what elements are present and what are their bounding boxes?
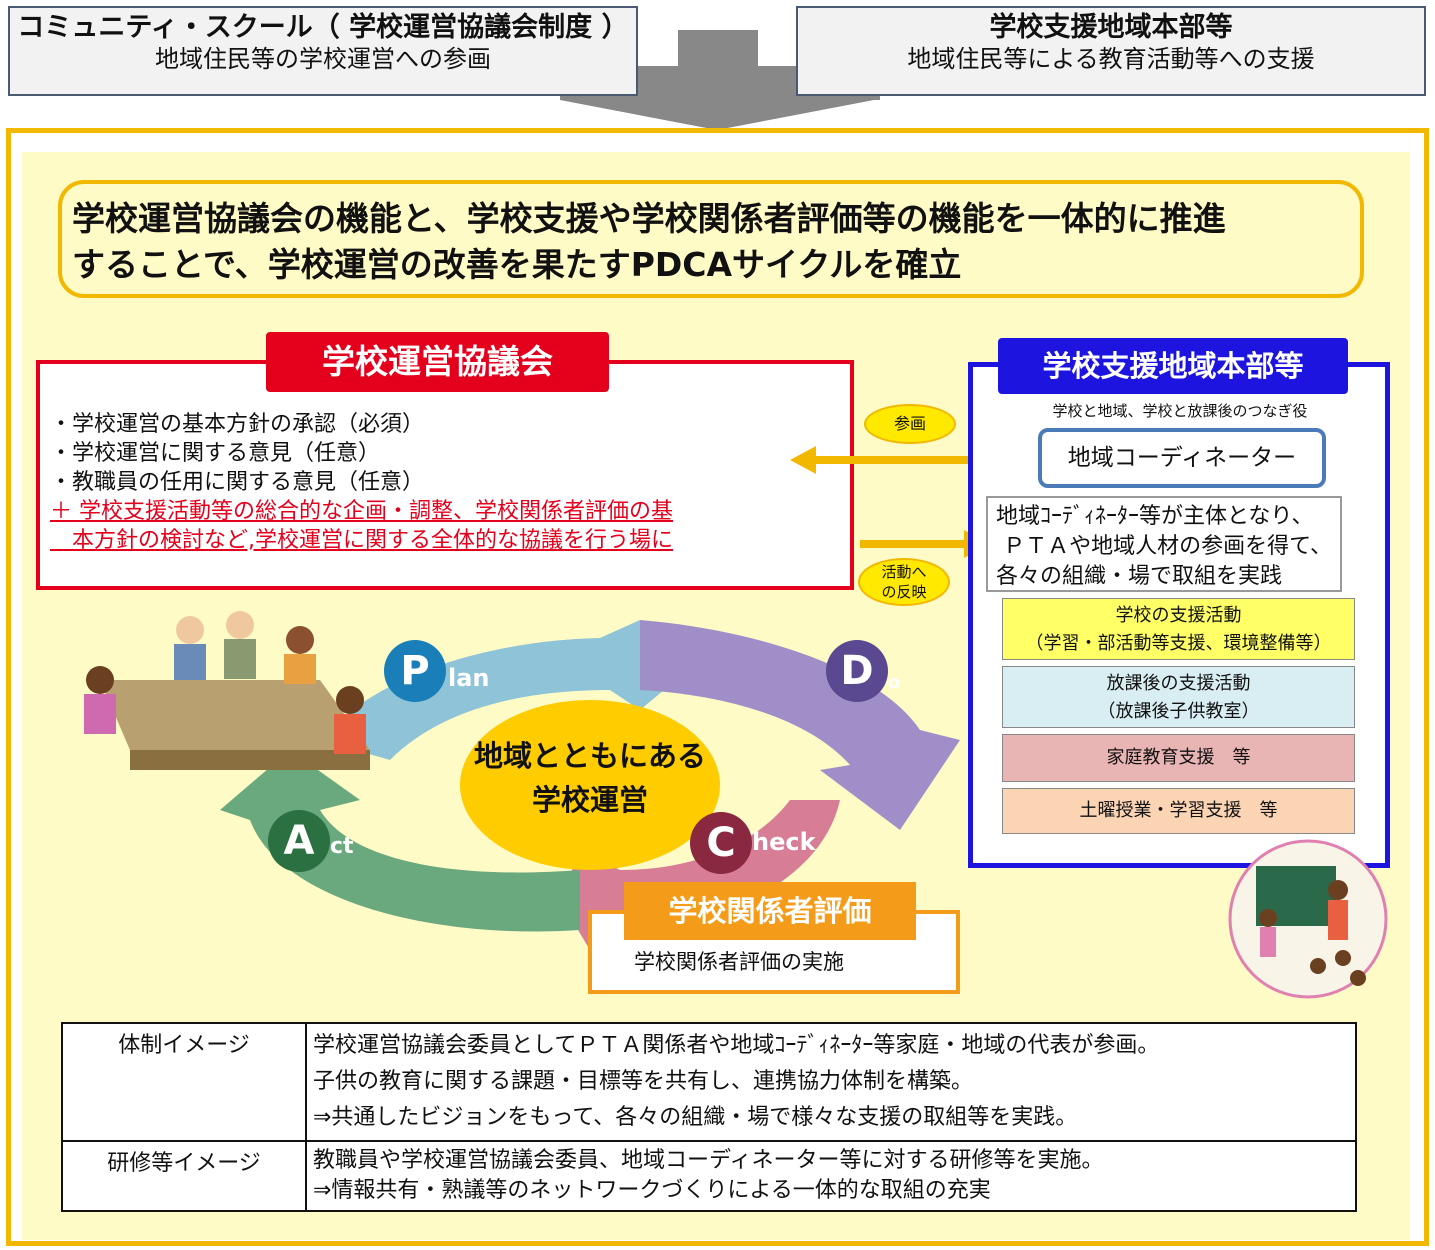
support-subtitle: 学校と地域、学校と放課後のつなぎ役 xyxy=(1052,402,1308,420)
table-row: 体制イメージ 学校運営協議会委員としてＰＴＡ関係者や地域ｺｰﾃﾞｨﾈｰﾀｰ等家庭… xyxy=(61,1022,1357,1142)
coordinator-box: 地域コーディネーター xyxy=(1038,428,1326,488)
coordinator-desc-2: ＰＴＡや地域人材の参画を得て、 xyxy=(1003,534,1332,559)
activity-1-line1: 学校の支援活動 xyxy=(1115,605,1242,626)
do-letter: D xyxy=(826,640,888,702)
council-item-3: ・教職員の任用に関する意見（任意） xyxy=(50,470,425,495)
table-line: 子供の教育に関する課題・目標等を共有し、連携協力体制を構築。 xyxy=(313,1069,974,1094)
act-letter: A xyxy=(268,810,330,872)
table-line: 教職員や学校運営協議会委員、地域コーディネーター等に対する研修等を実施。 xyxy=(313,1148,1104,1173)
support-title: 学校支援地域本部等 xyxy=(998,338,1348,394)
classroom-illustration xyxy=(1228,839,1388,999)
activity-saturday: 土曜授業・学習支援 等 xyxy=(1002,788,1355,834)
council-list: ・学校運営の基本方針の承認（必須） ・学校運営に関する意見（任意） ・教職員の任… xyxy=(50,410,850,555)
plan-letter: P xyxy=(384,640,446,702)
info-table: 体制イメージ 学校運営協議会委員としてＰＴＡ関係者や地域ｺｰﾃﾞｨﾈｰﾀｰ等家庭… xyxy=(61,1022,1357,1212)
coordinator-desc-1: 地域ｺｰﾃﾞｨﾈｰﾀｰ等が主体となり、 xyxy=(996,504,1314,529)
table-cell-training: 教職員や学校運営協議会委員、地域コーディネーター等に対する研修等を実施。 ⇒情報… xyxy=(305,1140,1357,1212)
check-letter: C xyxy=(690,812,752,874)
cycle-center-line1: 地域とともにある xyxy=(473,739,706,773)
activity-after-school: 放課後の支援活動 （放課後子供教室） xyxy=(1002,666,1355,728)
community-school-title: コミュニティ・スクール（ 学校運営協議会制度 ） xyxy=(17,12,629,43)
act-rest: ct xyxy=(330,834,354,859)
check-rest: heck xyxy=(752,828,816,856)
headline-line2: することで、学校運営の改善を果たすPDCAサイクルを確立 xyxy=(72,245,962,284)
community-school-sub: 地域住民等の学校運営への参画 xyxy=(155,45,491,73)
reflect-line2: の反映 xyxy=(881,583,927,601)
table-line: ⇒共通したビジョンをもって、各々の組織・場で様々な支援の取組等を実践。 xyxy=(313,1105,1078,1130)
council-item-1: ・学校運営の基本方針の承認（必須） xyxy=(50,412,425,437)
activity-2-line1: 放課後の支援活動 xyxy=(1106,673,1251,694)
activity-1-line2: （学習・部活動等支援、環境整備等） xyxy=(1025,633,1332,654)
do-rest: o xyxy=(888,672,901,693)
plan-rest: lan xyxy=(448,664,490,692)
council-item-2: ・学校運営に関する意見（任意） xyxy=(50,441,381,466)
cycle-center-text: 地域とともにある 学校運営 xyxy=(460,734,720,822)
cycle-center-line2: 学校運営 xyxy=(531,783,648,817)
table-header-structure: 体制イメージ xyxy=(61,1022,307,1142)
support-hq-box: 学校支援地域本部等 地域住民等による教育活動等への支援 xyxy=(796,6,1426,96)
reflect-line1: 活動へ xyxy=(881,563,927,581)
table-line: ⇒情報共有・熟議等のネットワークづくりによる一体的な取組の充実 xyxy=(313,1178,991,1203)
table-line: 学校運営協議会委員としてＰＴＡ関係者や地域ｺｰﾃﾞｨﾈｰﾀｰ等家庭・地域の代表が… xyxy=(313,1033,1160,1058)
table-row: 研修等イメージ 教職員や学校運営協議会委員、地域コーディネーター等に対する研修等… xyxy=(61,1140,1357,1212)
support-hq-sub: 地域住民等による教育活動等への支援 xyxy=(907,45,1315,73)
council-extra-1: ＋ 学校支援活動等の総合的な企画・調整、学校関係者評価の基 xyxy=(50,499,673,524)
activity-2-line2: （放課後子供教室） xyxy=(1097,701,1260,722)
coordinator-desc-3: 各々の組織・場で取組を実践 xyxy=(996,564,1283,589)
council-title: 学校運営協議会 xyxy=(266,332,609,392)
activity-school-support: 学校の支援活動 （学習・部活動等支援、環境整備等） xyxy=(1002,598,1355,660)
coordinator-desc: 地域ｺｰﾃﾞｨﾈｰﾀｰ等が主体となり、 ＰＴＡや地域人材の参画を得て、 各々の組… xyxy=(986,496,1342,592)
support-hq-title: 学校支援地域本部等 xyxy=(989,12,1233,43)
evaluation-text: 学校関係者評価の実施 xyxy=(634,950,844,974)
table-cell-structure: 学校運営協議会委員としてＰＴＡ関係者や地域ｺｰﾃﾞｨﾈｰﾀｰ等家庭・地域の代表が… xyxy=(305,1022,1357,1142)
reflect-badge: 活動へ の反映 xyxy=(858,558,950,606)
headline-line1: 学校運営協議会の機能と、学校支援や学校関係者評価等の機能を一体的に推進 xyxy=(72,199,1226,238)
evaluation-title: 学校関係者評価 xyxy=(624,882,916,940)
activity-family-support: 家庭教育支援 等 xyxy=(1002,734,1355,782)
participation-badge: 参画 xyxy=(864,404,956,444)
table-header-training: 研修等イメージ xyxy=(61,1140,307,1212)
community-school-box: コミュニティ・スクール（ 学校運営協議会制度 ） 地域住民等の学校運営への参画 xyxy=(8,6,638,96)
council-extra-2: 本方針の検討など,学校運営に関する全体的な協議を行う場に xyxy=(50,528,673,553)
headline: 学校運営協議会の機能と、学校支援や学校関係者評価等の機能を一体的に推進 すること… xyxy=(58,180,1364,298)
council-box xyxy=(36,360,854,590)
meeting-illustration xyxy=(84,611,370,770)
